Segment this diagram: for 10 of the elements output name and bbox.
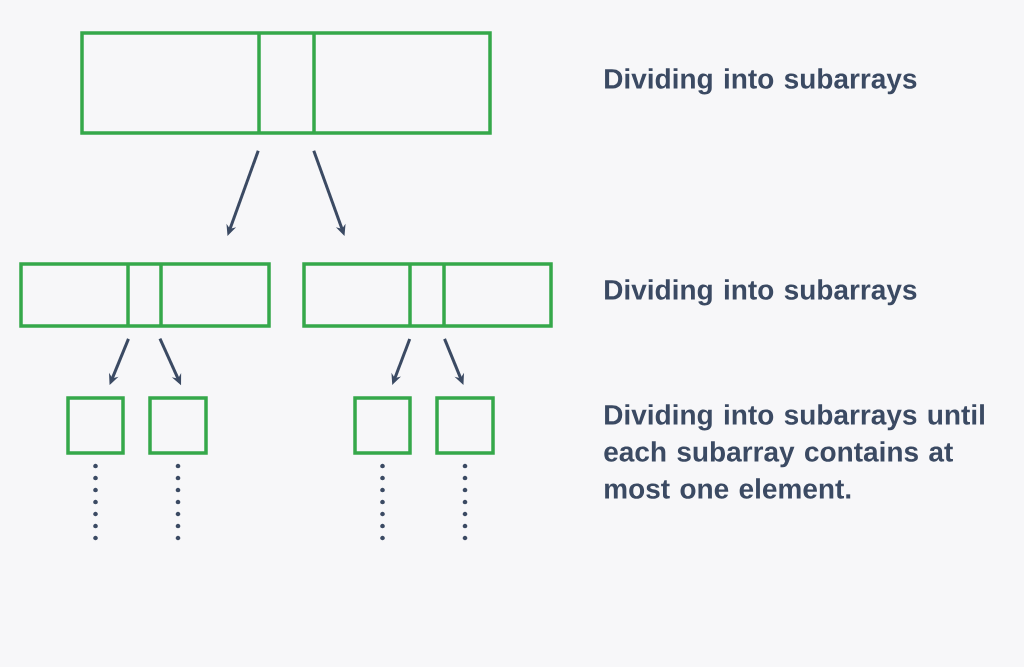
array-box bbox=[353, 396, 412, 455]
array-box bbox=[148, 396, 208, 455]
array-box bbox=[302, 262, 553, 328]
array-box bbox=[66, 396, 125, 455]
array-box bbox=[435, 396, 495, 455]
note-text: Dividing into subarrays bbox=[605, 68, 917, 95]
array-box bbox=[19, 262, 271, 328]
array-box bbox=[80, 31, 492, 135]
note-text: Dividing into subarrays bbox=[605, 279, 917, 306]
note-text: Dividing into subarrays until each subarray contains at most one element. bbox=[604, 404, 984, 499]
